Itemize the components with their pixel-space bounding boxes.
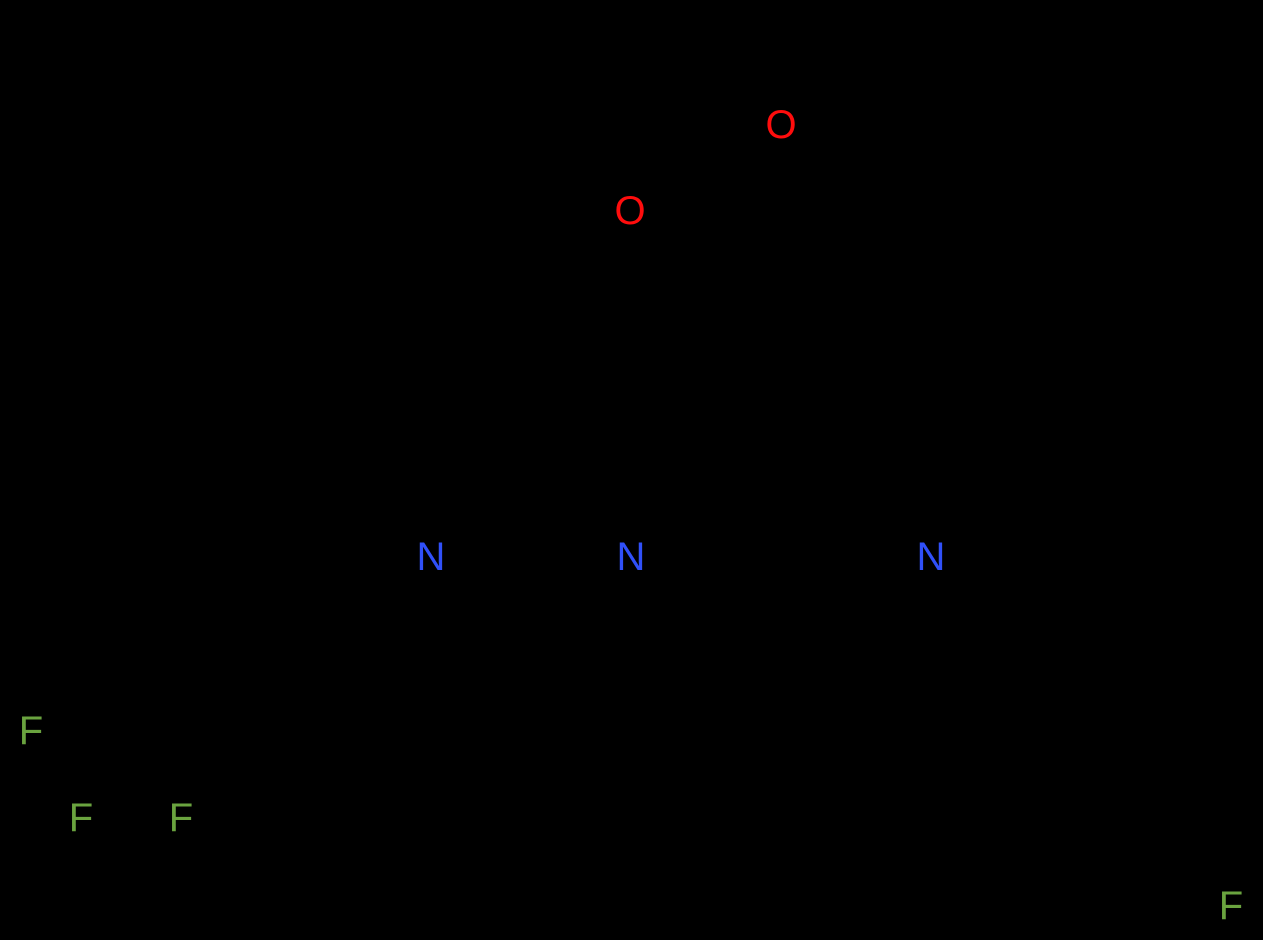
atom-fluorine: F [1218, 884, 1244, 928]
atom-fluorine: F [18, 709, 44, 753]
atom-nitrogen: N [916, 535, 946, 579]
atom-fluorine: F [68, 796, 94, 840]
atom-nitrogen: N [616, 535, 646, 579]
atom-oxygen: O [765, 103, 797, 147]
atom-oxygen: O [614, 189, 646, 233]
atom-fluorine: F [168, 796, 194, 840]
atom-nitrogen: N [416, 535, 446, 579]
